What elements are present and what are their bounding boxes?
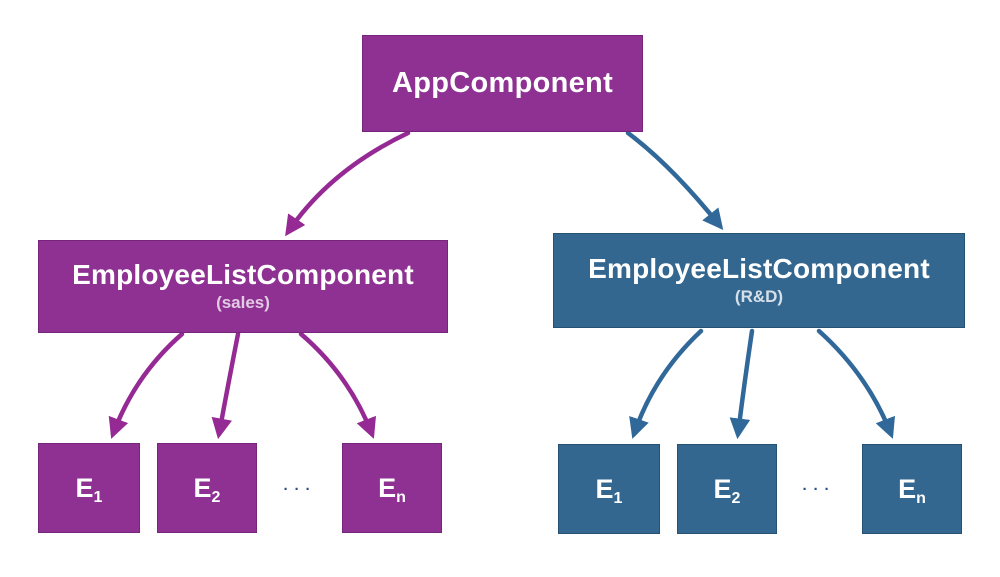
node-e1-sales: E1 bbox=[38, 443, 140, 533]
node-label: E1 bbox=[595, 473, 623, 507]
node-en-rnd: En bbox=[862, 444, 962, 534]
arrow-app-to-rnd-list bbox=[625, 130, 724, 231]
arrow-rnd-to-e1 bbox=[629, 328, 704, 439]
node-en-sales: En bbox=[342, 443, 442, 533]
node-label: EmployeeListComponent bbox=[72, 258, 414, 290]
e-subscript: 2 bbox=[211, 488, 221, 506]
node-employee-list-sales: EmployeeListComponent (sales) bbox=[38, 240, 448, 333]
node-e2-sales: E2 bbox=[157, 443, 257, 533]
arrow-rnd-to-e2 bbox=[729, 328, 755, 440]
node-e1-rnd: E1 bbox=[558, 444, 660, 534]
e-base: E bbox=[898, 473, 917, 504]
node-e2-rnd: E2 bbox=[677, 444, 777, 534]
e-base: E bbox=[595, 473, 614, 504]
e-base: E bbox=[378, 472, 397, 503]
node-sublabel: (sales) bbox=[216, 293, 270, 313]
e-base: E bbox=[713, 473, 732, 504]
node-label: AppComponent bbox=[391, 67, 614, 99]
node-app-component: AppComponent bbox=[362, 35, 643, 132]
node-label: E1 bbox=[75, 472, 103, 506]
node-label: En bbox=[898, 473, 926, 507]
ellipsis-sales: ··· bbox=[283, 481, 317, 498]
e-base: E bbox=[193, 472, 212, 503]
e-subscript: n bbox=[396, 488, 406, 506]
arrow-rnd-to-en bbox=[816, 328, 896, 439]
node-label: E2 bbox=[713, 473, 741, 507]
e-base: E bbox=[75, 472, 94, 503]
arrow-sales-to-e2 bbox=[211, 331, 241, 440]
ellipsis-rnd: ··· bbox=[802, 481, 836, 498]
arrow-sales-to-en bbox=[298, 331, 377, 439]
node-sublabel: (R&D) bbox=[734, 287, 784, 307]
node-label: EmployeeListComponent bbox=[588, 252, 930, 284]
node-label: E2 bbox=[193, 472, 221, 506]
node-label: En bbox=[378, 472, 406, 506]
arrow-app-to-sales-list bbox=[285, 130, 411, 237]
e-subscript: 1 bbox=[93, 488, 103, 506]
node-employee-list-rnd: EmployeeListComponent (R&D) bbox=[553, 233, 965, 328]
arrow-sales-to-e1 bbox=[108, 331, 185, 439]
e-subscript: 2 bbox=[731, 489, 741, 507]
e-subscript: n bbox=[916, 489, 926, 507]
e-subscript: 1 bbox=[613, 489, 623, 507]
